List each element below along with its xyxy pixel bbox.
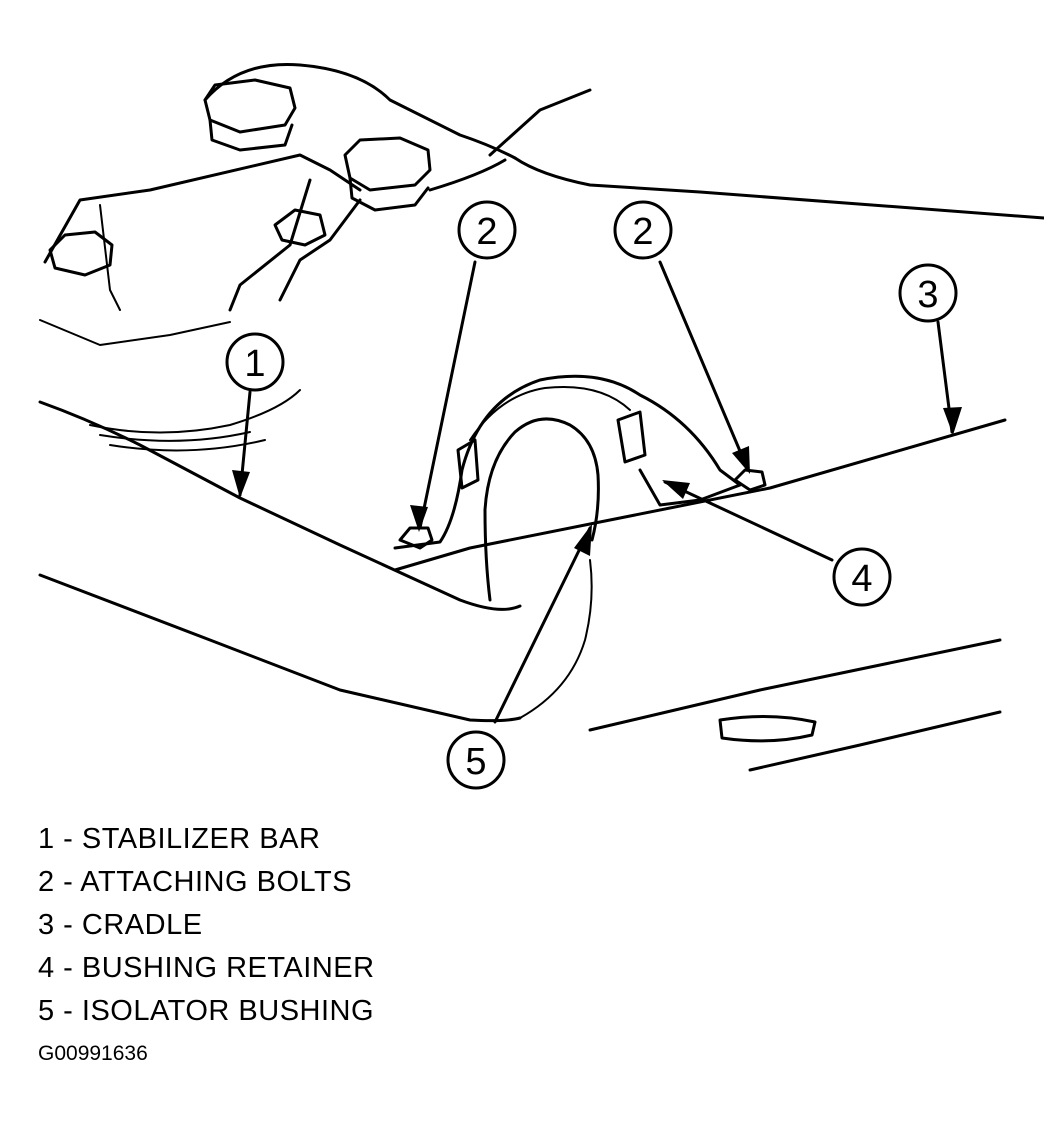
callout-number: 5 xyxy=(465,741,486,783)
legend-item-bushing-retainer: 4 - BUSHING RETAINER xyxy=(38,952,375,984)
bolt-head-4 xyxy=(273,208,327,247)
bushing-retainer xyxy=(393,374,742,550)
upper-body-structure xyxy=(39,62,1044,346)
retainer-bolt-left xyxy=(398,526,434,550)
legend-item-attaching-bolts: 2 - ATTACHING BOLTS xyxy=(38,866,353,898)
stabilizer-bar xyxy=(38,389,600,723)
parts-legend: 1 - STABILIZER BAR 2 - ATTACHING BOLTS 3… xyxy=(38,818,375,1033)
retainer-bolt-right xyxy=(733,468,767,492)
callout-2-left: 2 xyxy=(457,200,517,260)
callout-1: 1 xyxy=(225,332,285,392)
cradle xyxy=(393,418,1007,772)
callout-number: 4 xyxy=(851,558,872,600)
legend-item-stabilizer-bar: 1 - STABILIZER BAR xyxy=(38,823,321,855)
legend-item-cradle: 3 - CRADLE xyxy=(38,909,203,941)
bolt-head-2 xyxy=(343,136,432,212)
callout-number: 2 xyxy=(476,211,497,253)
legend-item-isolator-bushing: 5 - ISOLATOR BUSHING xyxy=(38,995,375,1027)
bolt-head-3 xyxy=(48,230,114,277)
stabilizer-bar-mount-illustration: 1 2 2 3 4 5 xyxy=(38,62,1044,790)
callout-number: 1 xyxy=(244,343,265,385)
callout-3: 3 xyxy=(898,263,958,323)
bolt-head-1 xyxy=(203,78,297,152)
figure-id: G00991636 xyxy=(38,1042,148,1065)
leader-arrows xyxy=(232,260,962,724)
callout-number: 3 xyxy=(917,274,938,316)
callout-5: 5 xyxy=(446,730,506,790)
callout-2-right: 2 xyxy=(613,200,673,260)
callout-number: 2 xyxy=(632,211,653,253)
callout-4: 4 xyxy=(832,547,892,607)
